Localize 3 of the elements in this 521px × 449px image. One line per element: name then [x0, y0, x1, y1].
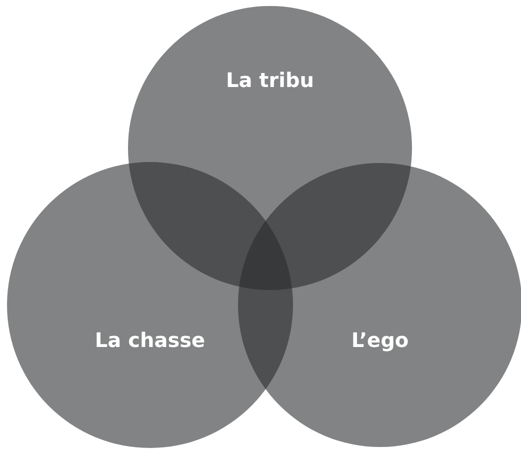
- circle-label: La tribu: [226, 68, 314, 92]
- circle-label: La chasse: [94, 328, 206, 352]
- circle-label: L’ego: [351, 328, 409, 352]
